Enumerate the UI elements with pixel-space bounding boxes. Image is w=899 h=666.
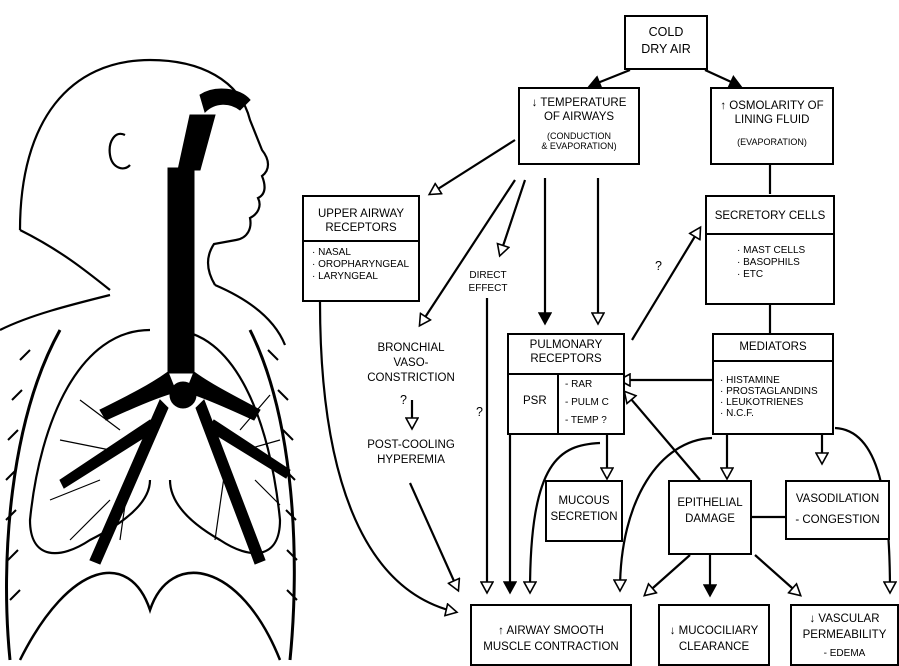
osmolarity-note: (EVAPORATION) (737, 137, 807, 147)
arrow-epithelial-to-vascular (754, 554, 800, 595)
arrow-temp-to-direct (500, 179, 527, 255)
upper-airway-box: UPPER AIRWAY RECEPTORS · NASAL · OROPHAR… (302, 195, 420, 302)
arrow-hyperemia-to-smooth (408, 482, 458, 590)
pulmonary-psr: PSR (523, 395, 547, 407)
cold-dry-air-line2: DRY AIR (641, 42, 691, 56)
mucous-line1: MUCOUS (558, 495, 610, 507)
vascular-box: ↓ VASCULAR PERMEABILITY - EDEMA (790, 604, 899, 666)
mediators-divider (714, 360, 832, 362)
arrow-pulmonary-to-smooth-2 (530, 441, 601, 592)
epithelial-damage-box: EPITHELIAL DAMAGE (668, 480, 752, 555)
question-mark-direct: ? (476, 405, 483, 419)
arrow-mediators-to-smooth (620, 436, 713, 590)
mediators-box: MEDIATORS · HISTAMINE · PROSTAGLANDINS ·… (712, 333, 834, 435)
pulmonary-item-2: - PULM C (565, 397, 609, 408)
pulmonary-column-divider (557, 373, 559, 433)
mediators-item-2: · PROSTAGLANDINS (720, 386, 818, 397)
airway-smooth-line1: ↑ AIRWAY SMOOTH (498, 625, 604, 637)
airway-illustration (59, 88, 291, 565)
bronchial-line2: VASO- (393, 357, 429, 369)
cold-dry-air-line1: COLD (648, 25, 684, 39)
secretory-item-2: · BASOPHILS (737, 257, 800, 268)
secretory-cells-box: SECRETORY CELLS · MAST CELLS · BASOPHILS… (705, 195, 835, 305)
arrow-temp-to-upper (430, 139, 516, 194)
mucociliary-box: ↓ MUCOCILIARY CLEARANCE (658, 604, 770, 666)
epithelial-line2: DAMAGE (685, 513, 735, 525)
post-cooling-line1: POST-COOLING (367, 439, 455, 451)
vascular-line3: - EDEMA (823, 648, 866, 659)
mucociliary-line1: ↓ MUCOCILIARY (669, 625, 759, 637)
mediators-title: MEDIATORS (739, 341, 807, 353)
bronchial-line1: BRONCHIAL (377, 342, 445, 354)
temperature-title-line2: OF AIRWAYS (543, 111, 615, 123)
temperature-box: ↓ TEMPERATURE OF AIRWAYS (CONDUCTION & E… (518, 87, 640, 165)
direct-effect-line2: EFFECT (468, 283, 508, 294)
temperature-note-line1: (CONDUCTION (547, 131, 611, 141)
anatomy-illustration (0, 58, 296, 661)
direct-effect-line1: DIRECT (469, 270, 507, 281)
secretory-item-1: · MAST CELLS (737, 245, 806, 256)
arrow-pulmonary-to-secretory (631, 228, 700, 341)
vasodilation-box: VASODILATION - CONGESTION (785, 480, 890, 540)
vasodilation-sub: - CONGESTION (795, 514, 880, 526)
vascular-line1: ↓ VASCULAR (809, 613, 880, 625)
mediators-item-3: · LEUKOTRIENES (720, 397, 804, 408)
pulmonary-title-line2: RECEPTORS (530, 353, 602, 365)
arrow-upper-to-smooth (318, 301, 456, 612)
osmolarity-title-line2: LINING FLUID (734, 114, 810, 126)
mediators-item-1: · HISTAMINE (720, 375, 780, 386)
osmolarity-title-line1: ↑ OSMOLARITY OF (720, 100, 824, 112)
cold-dry-air-box: COLD DRY AIR (624, 15, 708, 70)
arrow-epithelial-to-pulmonary (625, 392, 701, 481)
upper-airway-item-1: · NASAL (312, 247, 351, 258)
temperature-note-line2: & EVAPORATION) (541, 141, 617, 151)
mucociliary-line2: CLEARANCE (678, 641, 750, 653)
upper-airway-item-3: · LARYNGEAL (312, 271, 378, 282)
epithelial-line1: EPITHELIAL (677, 497, 743, 509)
mucous-secretion-box: MUCOUS SECRETION (545, 480, 623, 542)
mediators-item-4: · N.C.F. (720, 408, 754, 419)
mucous-line2: SECRETION (550, 511, 618, 523)
pulmonary-divider (509, 373, 623, 375)
rib-dashes (5, 349, 298, 601)
temperature-title-line1: ↓ TEMPERATURE (531, 97, 627, 109)
arrow-air-to-temp (590, 68, 631, 86)
upper-airway-divider (304, 240, 418, 242)
lung-branches (49, 394, 281, 546)
vascular-line2: PERMEABILITY (802, 629, 887, 641)
vasodilation-title: VASODILATION (795, 493, 880, 505)
pulmonary-item-3: - TEMP ? (565, 415, 607, 426)
secretory-divider (707, 233, 833, 235)
airway-smooth-box: ↑ AIRWAY SMOOTH MUSCLE CONTRACTION (470, 604, 632, 666)
pulmonary-receptors-box: PULMONARY RECEPTORS PSR - RAR - PULM C -… (507, 333, 625, 435)
arrow-mediators-to-vascular (834, 426, 890, 592)
arrow-air-to-osmolarity (704, 68, 740, 86)
osmolarity-box: ↑ OSMOLARITY OF LINING FLUID (EVAPORATIO… (710, 87, 834, 165)
upper-airway-item-2: · OROPHARYNGEAL (312, 259, 410, 270)
question-mark-secretory: ? (655, 259, 662, 273)
upper-airway-title-line2: RECEPTORS (325, 222, 397, 234)
question-mark-bronchial: ? (400, 393, 407, 407)
arrow-temp-to-bronchial (420, 179, 516, 325)
bronchial-line3: CONSTRICTION (367, 372, 455, 384)
arrow-epithelial-to-smooth (645, 554, 691, 595)
secretory-item-3: · ETC (737, 269, 764, 280)
upper-airway-title-line1: UPPER AIRWAY (317, 208, 405, 220)
pulmonary-title-line1: PULMONARY (529, 339, 603, 351)
secretory-title: SECRETORY CELLS (714, 210, 826, 222)
post-cooling-line2: HYPEREMIA (377, 454, 445, 466)
pulmonary-item-1: - RAR (565, 379, 593, 390)
flow-connectors (318, 68, 890, 612)
airway-smooth-line2: MUSCLE CONTRACTION (483, 641, 619, 653)
